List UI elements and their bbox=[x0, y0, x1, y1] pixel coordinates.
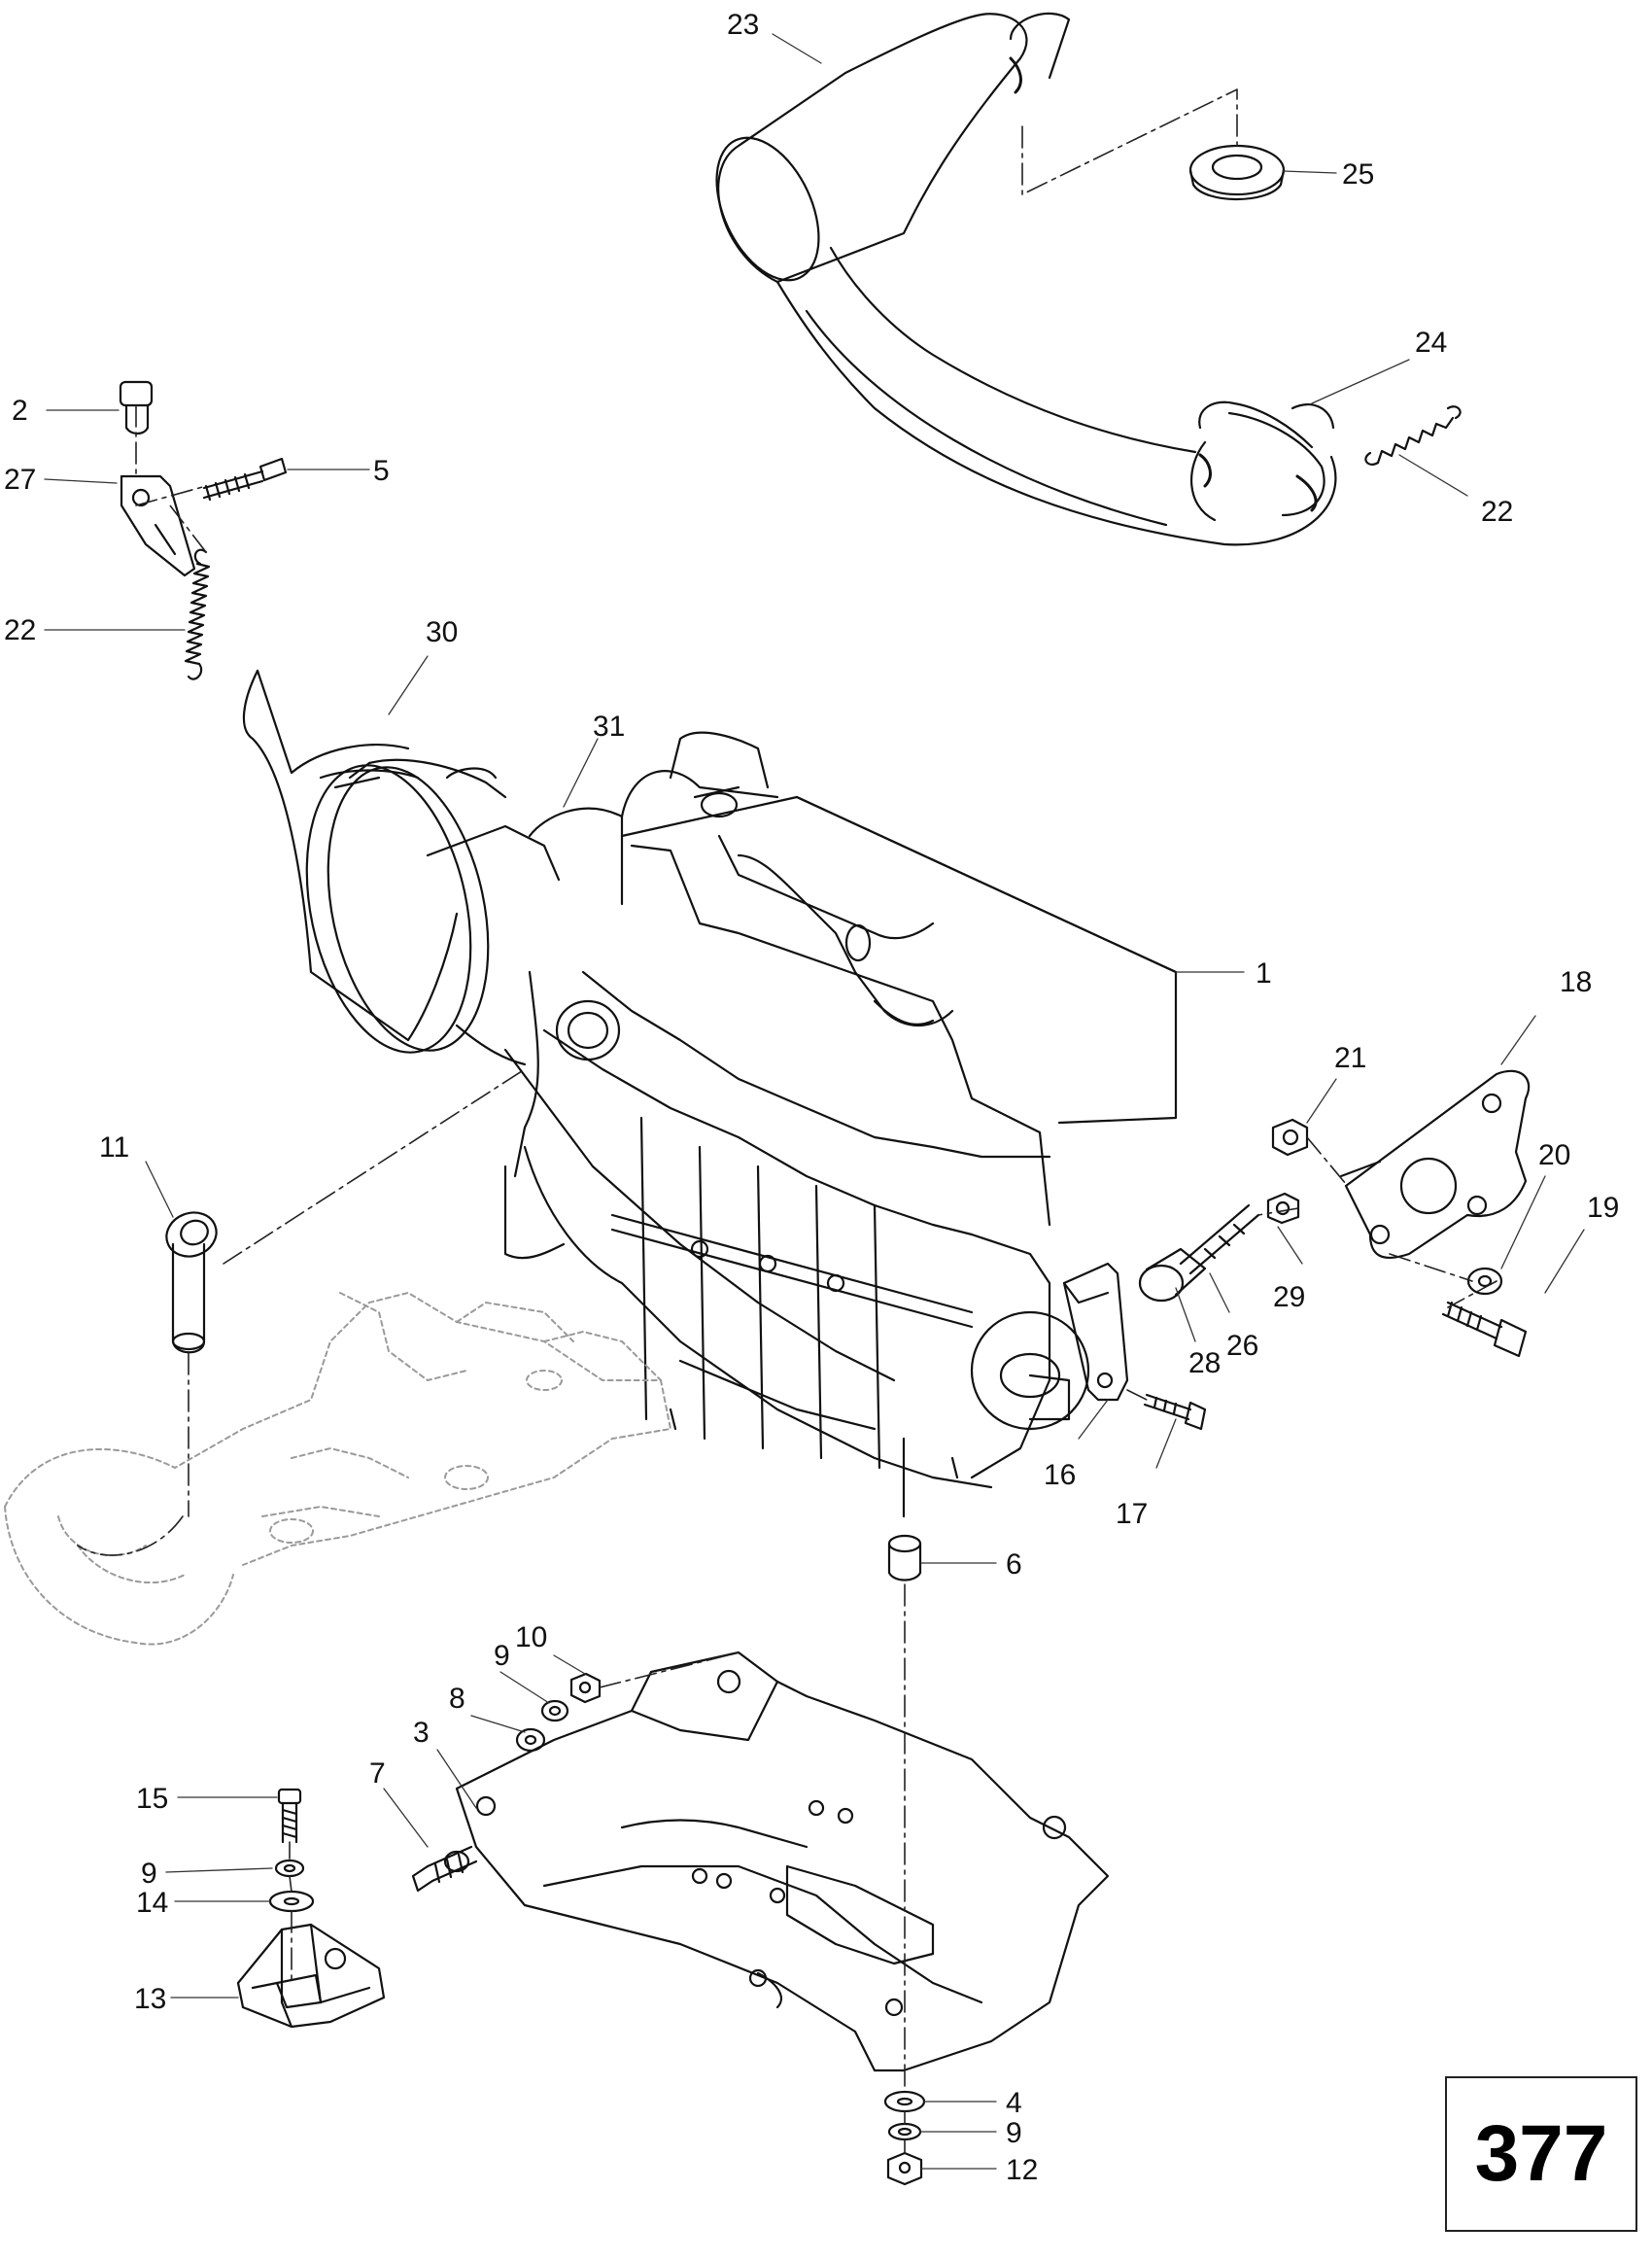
callout-15: 15 bbox=[136, 1783, 168, 1815]
part-1-engine bbox=[503, 731, 1178, 1518]
callout-11: 11 bbox=[99, 1131, 129, 1164]
callout-3: 3 bbox=[413, 1717, 430, 1749]
part-10-nut bbox=[569, 1672, 602, 1704]
callout-29: 29 bbox=[1273, 1281, 1305, 1313]
part-3-engine-support bbox=[455, 1651, 1110, 2072]
part-26-stud bbox=[1179, 1203, 1260, 1275]
part-23-muffler bbox=[715, 12, 1337, 546]
part-27-bracket bbox=[120, 474, 196, 577]
callout-25: 25 bbox=[1342, 158, 1374, 191]
part-20-washer bbox=[1466, 1267, 1503, 1296]
phantom-exhaust-manifold bbox=[4, 1292, 671, 1646]
callout-labels: 23 25 24 22 2 27 5 22 30 31 1 18 21 20 1… bbox=[4, 9, 1619, 2186]
callout-20: 20 bbox=[1538, 1139, 1570, 1171]
part-13-mount-block bbox=[236, 1923, 386, 2029]
leader-lines bbox=[44, 33, 1585, 2170]
part-28-sleeve bbox=[1138, 1247, 1207, 1303]
callout-23: 23 bbox=[727, 9, 759, 41]
callout-9-bottom: 9 bbox=[1006, 2117, 1022, 2149]
part-25-grommet bbox=[1188, 144, 1286, 200]
part-29-nut bbox=[1266, 1192, 1300, 1225]
part-31-clamp bbox=[305, 758, 561, 1066]
callout-24: 24 bbox=[1415, 327, 1447, 359]
callout-31: 31 bbox=[593, 711, 625, 743]
part-12-nut bbox=[886, 2151, 923, 2186]
callout-1: 1 bbox=[1256, 957, 1272, 990]
part-17-bolt bbox=[1143, 1393, 1207, 1431]
callout-10: 10 bbox=[515, 1621, 547, 1653]
callout-9-top: 9 bbox=[494, 1640, 510, 1672]
callout-19: 19 bbox=[1587, 1192, 1619, 1224]
part-19-bolt bbox=[1441, 1301, 1528, 1358]
part-15-bolt bbox=[277, 1788, 302, 1844]
part-18-mounting-plate bbox=[1339, 1069, 1531, 1259]
callout-30: 30 bbox=[426, 616, 458, 648]
callout-12: 12 bbox=[1006, 2154, 1038, 2186]
page-number: 377 bbox=[1474, 2109, 1608, 2198]
part-9-lockwasher-top bbox=[540, 1699, 569, 1722]
part-6-spacer bbox=[887, 1534, 922, 1582]
callout-22-right: 22 bbox=[1481, 496, 1513, 528]
part-21-nut bbox=[1271, 1118, 1309, 1157]
callout-26: 26 bbox=[1226, 1330, 1258, 1362]
callout-7: 7 bbox=[369, 1757, 386, 1790]
part-11-fitting bbox=[165, 1211, 218, 1354]
part-14-washer bbox=[268, 1890, 315, 1913]
callout-17: 17 bbox=[1116, 1498, 1148, 1530]
part-8-washer bbox=[515, 1727, 546, 1753]
callout-22-left: 22 bbox=[4, 614, 36, 646]
callout-8: 8 bbox=[449, 1683, 465, 1715]
callout-16: 16 bbox=[1044, 1459, 1076, 1491]
part-5-bolt bbox=[202, 457, 288, 502]
callout-21: 21 bbox=[1334, 1042, 1366, 1074]
callout-2: 2 bbox=[12, 395, 28, 427]
callout-9-left: 9 bbox=[141, 1858, 157, 1890]
callout-13: 13 bbox=[134, 1983, 166, 2015]
alignment-lines bbox=[77, 88, 1497, 2154]
part-9-lockwasher-bottom bbox=[887, 2122, 922, 2141]
callout-18: 18 bbox=[1560, 966, 1592, 998]
part-30-intake-silencer bbox=[242, 669, 459, 1042]
callout-14: 14 bbox=[136, 1887, 168, 1919]
callout-4: 4 bbox=[1006, 2087, 1022, 2119]
part-4-washer bbox=[883, 2090, 926, 2113]
callout-28: 28 bbox=[1188, 1347, 1221, 1379]
callout-27: 27 bbox=[4, 464, 36, 496]
callout-6: 6 bbox=[1006, 1548, 1022, 1581]
part-22-spring-right bbox=[1364, 405, 1462, 466]
callout-5: 5 bbox=[373, 455, 390, 487]
part-22-spring-left bbox=[184, 548, 211, 680]
part-7-rubber-mount bbox=[411, 1845, 478, 1893]
part-9-lockwasher-left bbox=[274, 1859, 305, 1878]
part-16-bracket bbox=[1062, 1262, 1129, 1402]
page-number-box: 377 bbox=[1445, 2076, 1637, 2232]
